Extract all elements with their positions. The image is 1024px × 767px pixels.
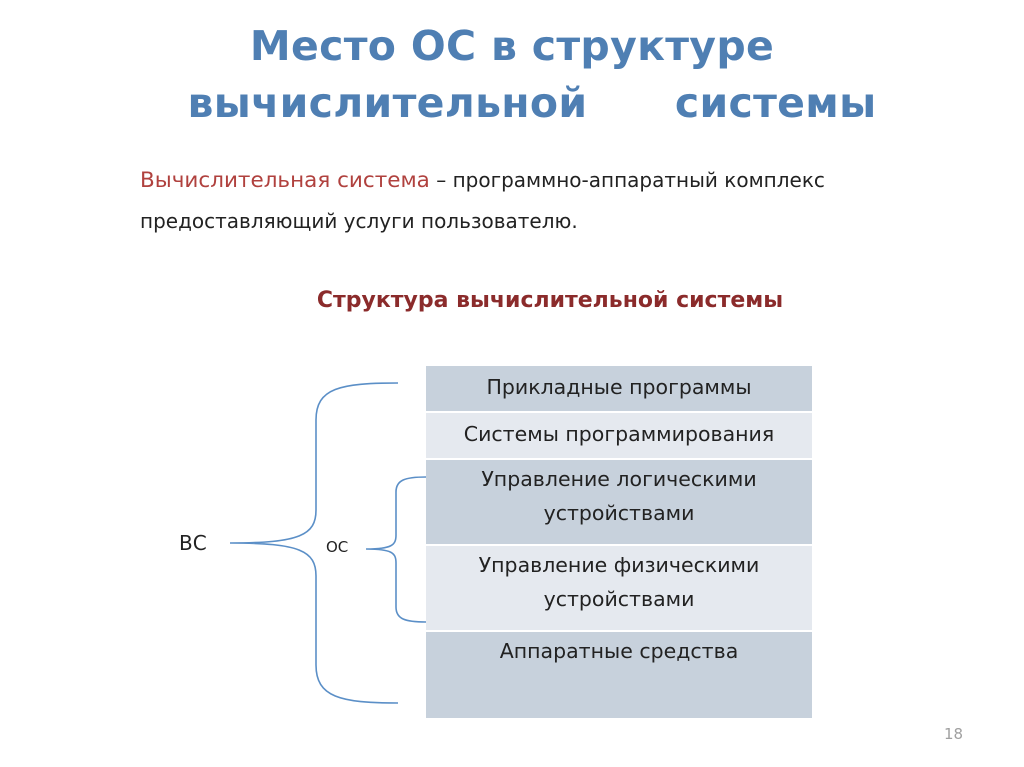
definition-body: – программно-аппаратный комплекс предост…	[140, 168, 825, 233]
layer-physical-device-management: Управление физическими устройствами	[426, 546, 812, 632]
definition-text: Вычислительная система – программно-аппа…	[140, 160, 1000, 242]
vs-label: ВС	[179, 531, 207, 555]
layer-logical-device-management: Управление логическими устройствами	[426, 460, 812, 546]
layer-application-programs: Прикладные программы	[426, 366, 812, 413]
layer-hardware: Аппаратные средства	[426, 632, 812, 718]
layer-stack: Прикладные программы Системы программиро…	[426, 366, 812, 718]
slide-title: Место ОС в структуре вычислительной сист…	[0, 18, 1024, 132]
layer-programming-systems: Системы программирования	[426, 413, 812, 460]
title-line-1: Место ОС в структуре	[249, 22, 775, 70]
os-brace	[365, 476, 427, 623]
title-line-2: вычислительной системы	[187, 79, 877, 127]
diagram-subtitle: Структура вычислительной системы	[316, 288, 784, 313]
os-label: ОС	[326, 538, 349, 556]
definition-term: Вычислительная система	[140, 168, 430, 193]
vs-brace	[229, 382, 399, 704]
page-number: 18	[944, 725, 964, 743]
